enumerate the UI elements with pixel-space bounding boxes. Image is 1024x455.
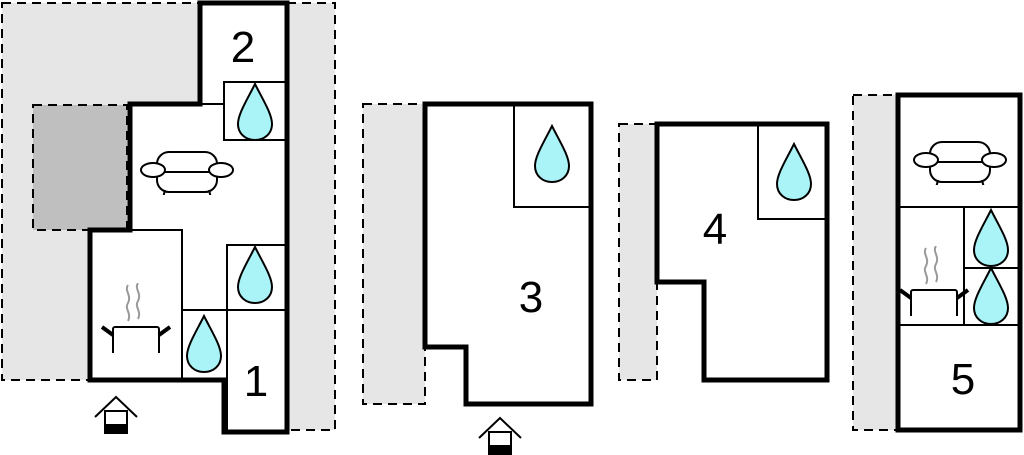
covered-terrace xyxy=(32,104,128,231)
plan-1: 2 1 xyxy=(1,0,336,435)
outdoor-area xyxy=(362,103,426,405)
outdoor-area xyxy=(618,123,658,381)
plan-3: 4 xyxy=(618,121,830,383)
room-label: 3 xyxy=(519,273,543,322)
room-label: 4 xyxy=(703,205,727,254)
building-outline xyxy=(422,101,594,407)
entrance-icon xyxy=(478,417,522,455)
room-1 xyxy=(226,309,288,433)
plan-2: 3 xyxy=(362,101,594,455)
bathroom xyxy=(757,123,828,220)
room-label: 5 xyxy=(951,355,975,404)
entrance-icon xyxy=(94,396,138,434)
outdoor-area xyxy=(852,94,899,431)
room-label: 2 xyxy=(231,23,255,72)
kitchen xyxy=(89,229,183,381)
bathroom xyxy=(513,103,592,208)
plan-4: 5 xyxy=(852,92,1023,433)
room-label: 1 xyxy=(244,357,268,406)
